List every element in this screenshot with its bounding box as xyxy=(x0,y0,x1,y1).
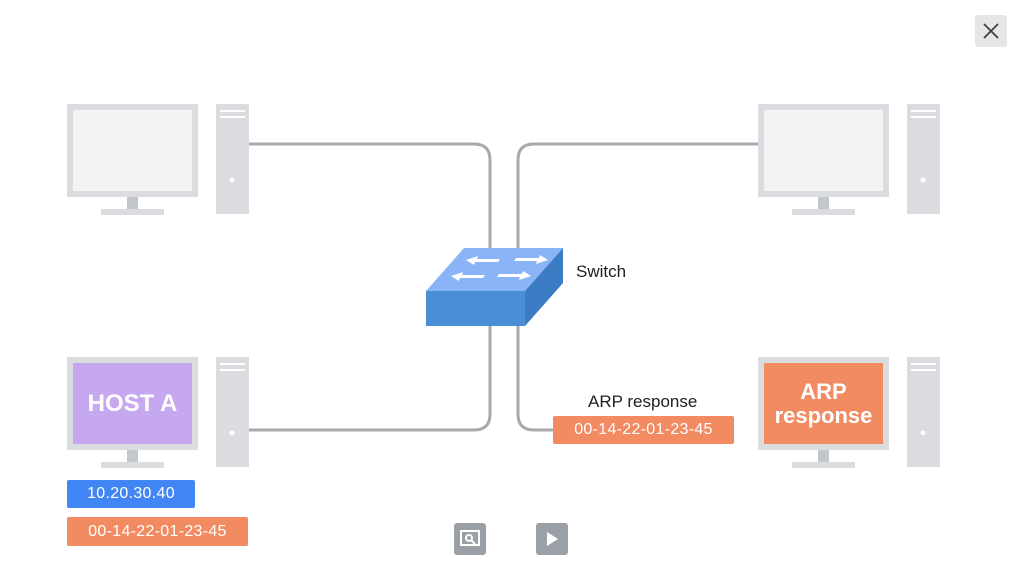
play-icon xyxy=(547,532,558,546)
cable-top-left xyxy=(249,142,492,250)
switch-device xyxy=(426,248,563,326)
search-screen-button[interactable] xyxy=(454,523,486,555)
computer-arp-responder xyxy=(758,357,940,468)
switch-front xyxy=(426,291,525,326)
tower xyxy=(216,357,249,467)
computer-top-left xyxy=(67,104,249,215)
tower xyxy=(907,357,940,467)
host-a-mac-tag: 00-14-22-01-23-45 xyxy=(67,517,248,546)
close-icon xyxy=(983,23,999,39)
switch-side xyxy=(525,248,563,326)
switch-arrows-icon xyxy=(451,255,548,281)
computer-top-right xyxy=(758,104,940,215)
tower xyxy=(216,104,249,214)
cable-bottom-left xyxy=(249,325,492,432)
arp-screen-text: ARP response xyxy=(774,379,873,428)
cables xyxy=(249,142,760,432)
cable-top-right xyxy=(516,142,760,250)
close-button[interactable] xyxy=(975,15,1007,47)
tower xyxy=(907,104,940,214)
computer-host-a xyxy=(67,357,249,468)
search-screen-icon xyxy=(460,530,480,546)
arp-screen xyxy=(764,363,883,444)
host-a-ip-tag: 10.20.30.40 xyxy=(67,480,195,508)
switch-label: Switch xyxy=(576,262,627,281)
play-button[interactable] xyxy=(536,523,568,555)
arp-response-label: ARP response xyxy=(588,392,698,411)
host-a-screen xyxy=(73,363,192,444)
cable-bottom-right xyxy=(516,325,558,432)
host-a-screen-text: HOST A xyxy=(87,389,178,417)
arp-mac-tag: 00-14-22-01-23-45 xyxy=(553,416,734,444)
